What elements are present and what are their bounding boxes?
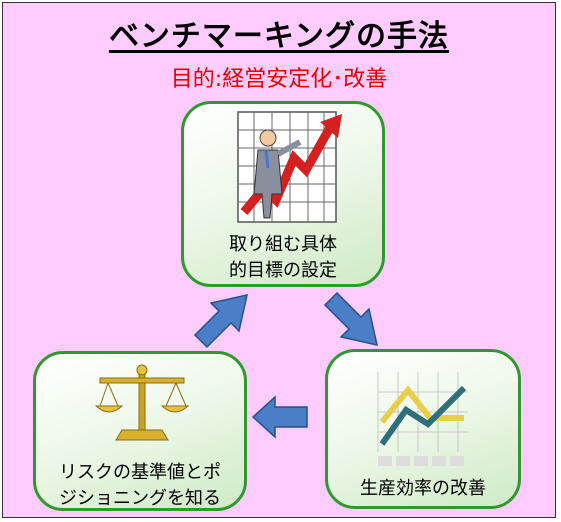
card-productivity: 生産効率の改善 — [325, 349, 521, 509]
balance-scale-icon — [94, 364, 190, 441]
chart-man-icon — [237, 111, 342, 223]
card-goal-setting: 取り組む具体 的目標の設定 — [181, 101, 385, 287]
diagram-subtitle: 目的:経営安定化･改善 — [170, 67, 388, 92]
card-label-goal: 取り組む具体 的目標の設定 — [229, 234, 337, 281]
arrow-left-icon — [251, 395, 308, 439]
arrow-down-right-icon — [323, 291, 378, 346]
card-risk-positioning: リスクの基準値とポ ジショニングを知る — [33, 351, 247, 511]
arrow-up-right-icon — [193, 294, 248, 349]
slide: ベンチマーキングの手法 目的:経営安定化･改善 取り組む具体 的目標の設定 — [2, 2, 556, 518]
diagram-title: ベンチマーキングの手法 — [108, 19, 450, 54]
line-chart-icon — [377, 372, 468, 466]
card-label-risk: リスクの基準値とポ ジショニングを知る — [59, 462, 221, 509]
card-label-productivity: 生産効率の改善 — [360, 478, 486, 499]
